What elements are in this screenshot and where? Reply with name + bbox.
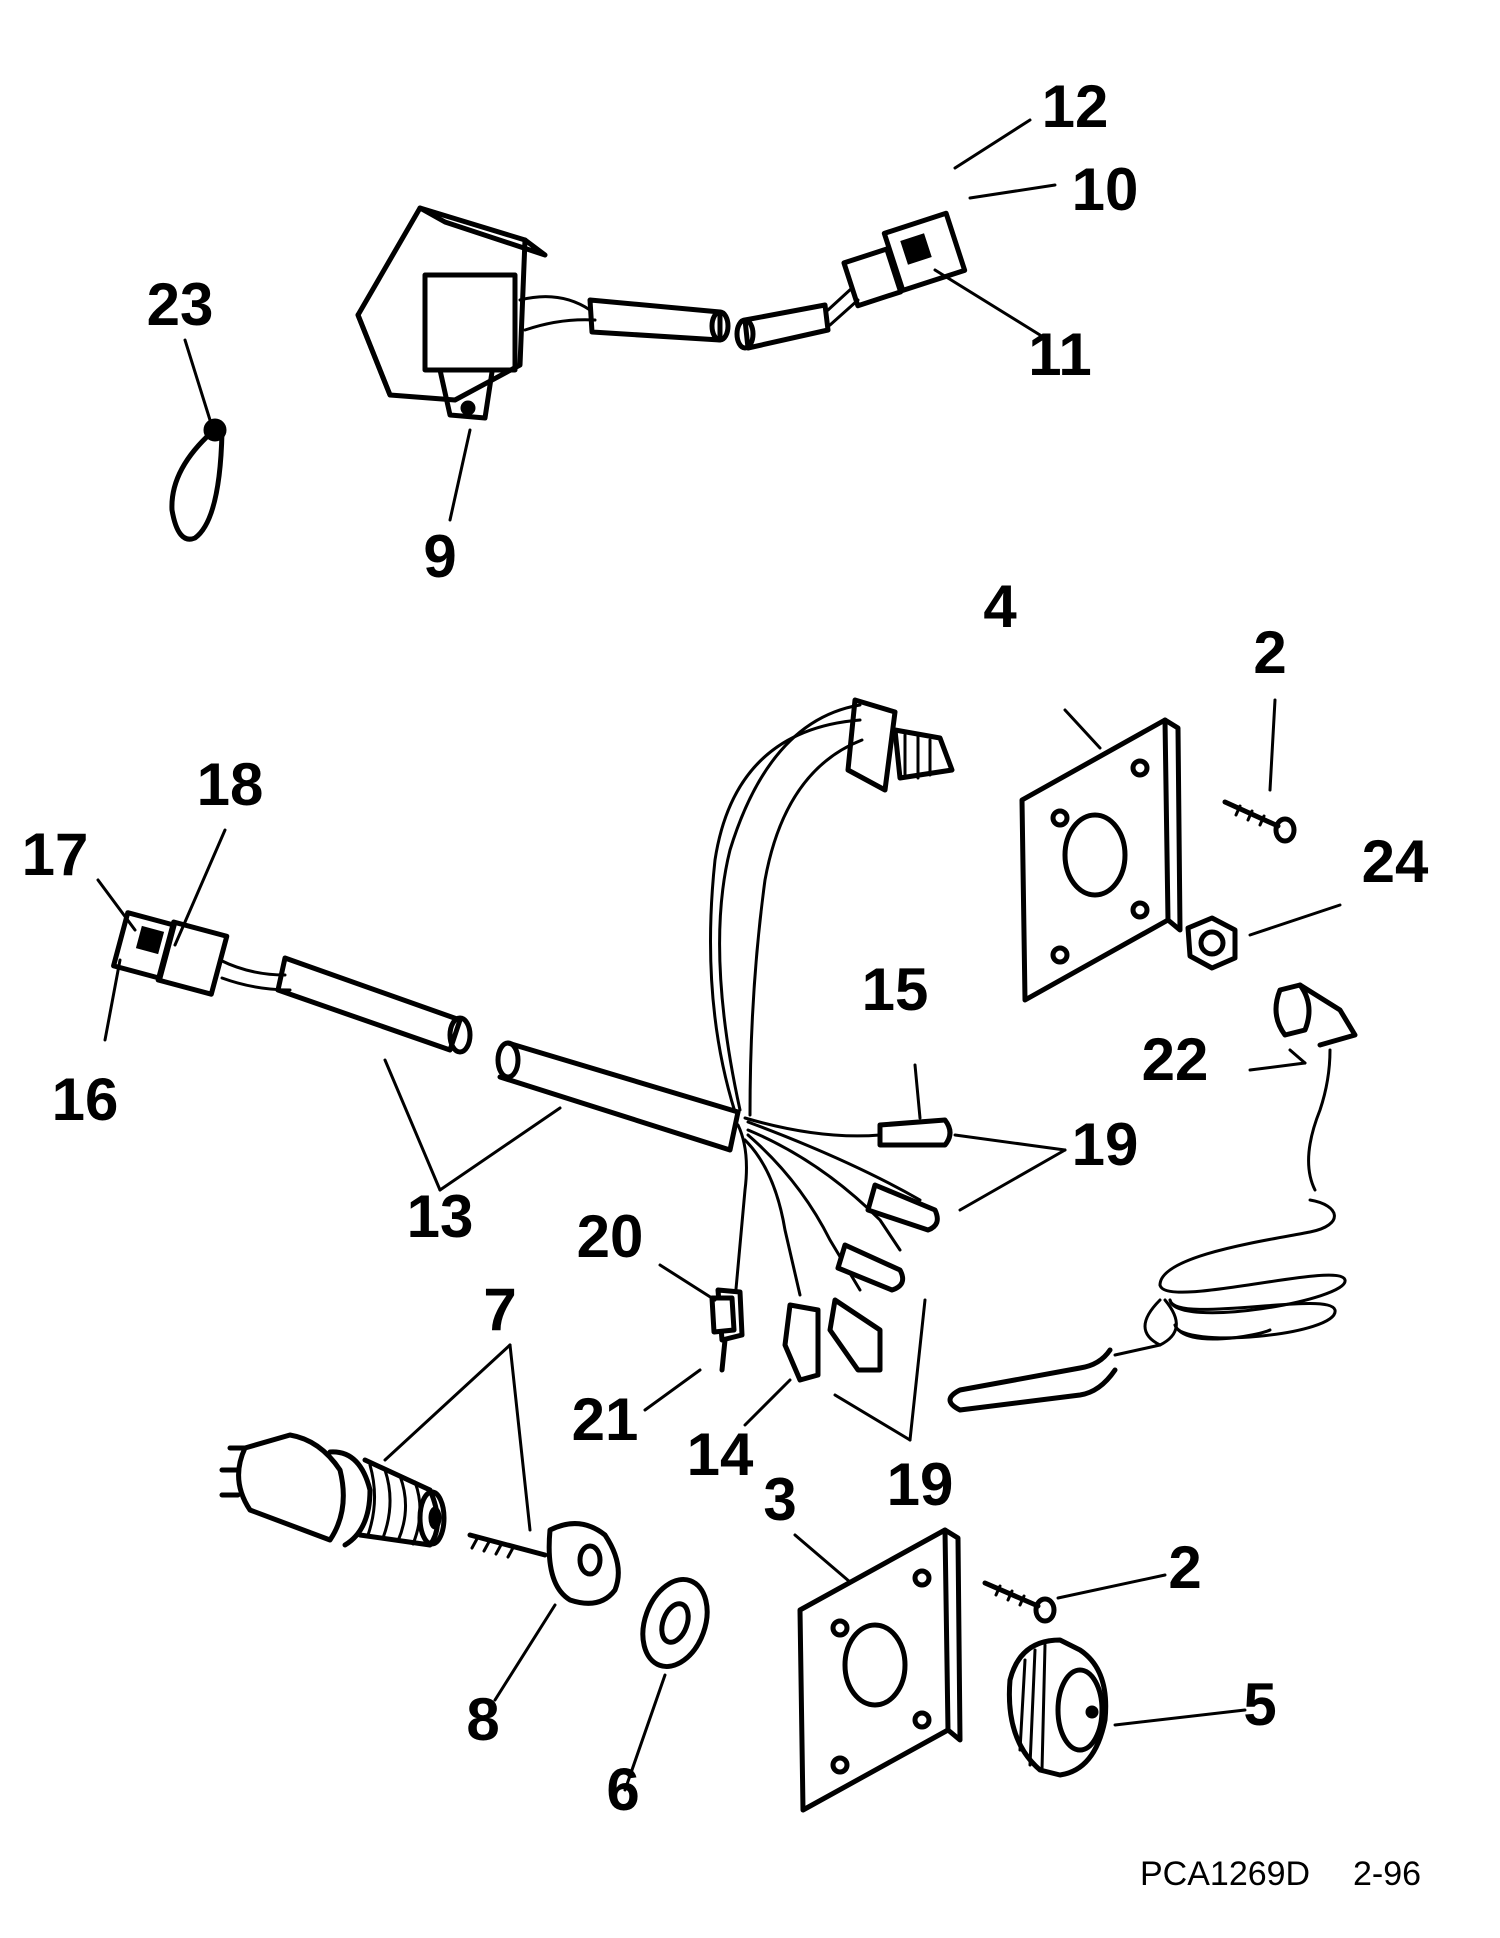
washer-part-6 bbox=[640, 1576, 710, 1670]
callout-5: 5 bbox=[1243, 1671, 1277, 1738]
callout-19-upper: 19 bbox=[1071, 1111, 1139, 1178]
wiring-harness-part-13 bbox=[111, 697, 955, 1383]
callout-2-lower: 2 bbox=[1168, 1534, 1202, 1601]
callout-19-lower: 19 bbox=[886, 1451, 954, 1518]
callout-6: 6 bbox=[606, 1756, 640, 1823]
callout-24: 24 bbox=[1361, 828, 1429, 895]
callout-10: 10 bbox=[1071, 156, 1139, 223]
callout-3: 3 bbox=[763, 1466, 797, 1533]
bullet-connector-part-20-21 bbox=[709, 1295, 737, 1335]
callout-2-upper: 2 bbox=[1253, 619, 1287, 686]
emergency-stop-lanyard-part-22 bbox=[947, 982, 1358, 1413]
drawing-code: PCA1269D bbox=[1140, 1855, 1311, 1893]
callout-7: 7 bbox=[483, 1276, 517, 1343]
callout-8: 8 bbox=[466, 1686, 500, 1753]
leader-lines bbox=[96, 118, 1342, 1792]
knob-part-5 bbox=[1006, 1637, 1109, 1778]
callout-12: 12 bbox=[1041, 73, 1109, 140]
date-code: 2-96 bbox=[1353, 1855, 1422, 1893]
callout-21: 21 bbox=[571, 1386, 639, 1453]
callout-16: 16 bbox=[51, 1066, 119, 1133]
callout-11: 11 bbox=[1028, 321, 1092, 388]
callout-18: 18 bbox=[196, 751, 264, 818]
callout-17: 17 bbox=[21, 821, 89, 888]
callout-22: 22 bbox=[1141, 1026, 1209, 1093]
screw-part-2-upper bbox=[1222, 799, 1297, 844]
screw-part-2-lower bbox=[982, 1580, 1057, 1624]
callout-23: 23 bbox=[146, 271, 214, 338]
mounting-plate-part-4 bbox=[1019, 717, 1183, 1003]
ignition-module-part-9 bbox=[355, 205, 968, 421]
callout-14: 14 bbox=[686, 1421, 754, 1488]
callout-13: 13 bbox=[406, 1183, 474, 1250]
mounting-plate-part-3 bbox=[797, 1527, 963, 1813]
nut-part-24 bbox=[1185, 915, 1238, 971]
ignition-switch-part-7 bbox=[219, 1432, 447, 1548]
tie-strap-part-23 bbox=[169, 418, 227, 542]
callout-15: 15 bbox=[861, 956, 929, 1023]
key-part-8 bbox=[467, 1521, 621, 1606]
callout-20: 20 bbox=[576, 1203, 644, 1270]
callout-9: 9 bbox=[423, 523, 457, 590]
callout-4: 4 bbox=[983, 573, 1017, 640]
